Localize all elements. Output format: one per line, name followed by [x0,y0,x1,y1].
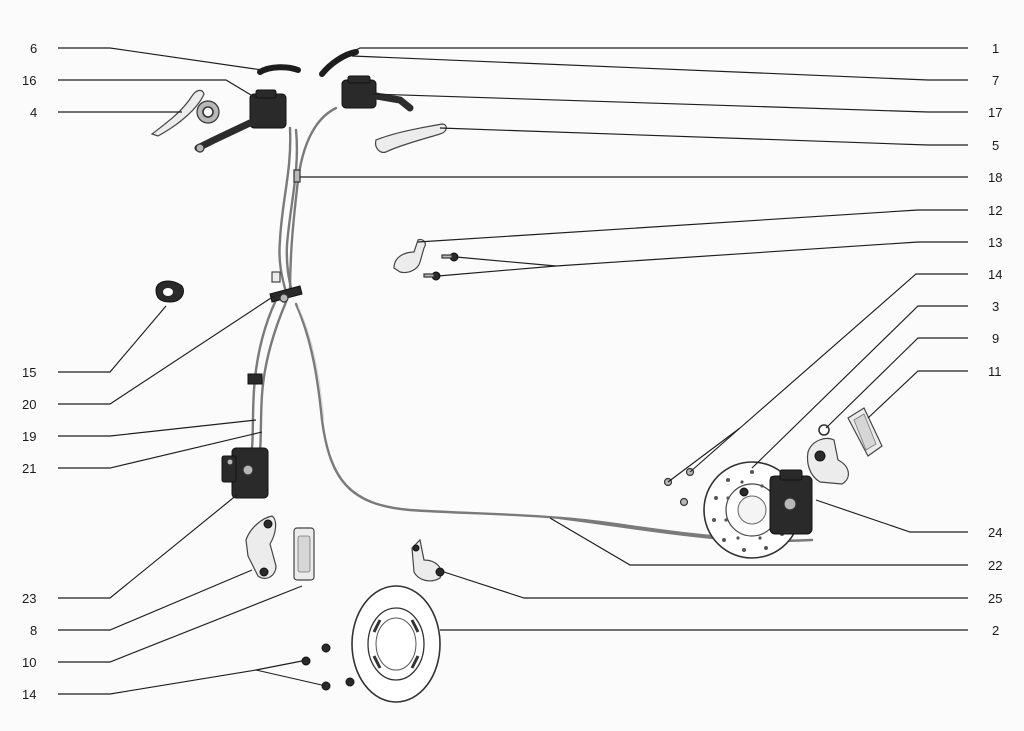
callout-8: 8 [30,623,37,638]
part-10-brake-pad [293,527,315,581]
part-11-rear-brake-pad [847,407,883,457]
callout-3: 3 [992,299,999,314]
callouts-left: 6 16 4 15 20 19 21 23 8 10 14 [22,41,37,702]
part-1-right-grip-cover [319,49,359,77]
callout-18: 18 [988,170,1002,185]
callout-17: 17 [988,105,1002,120]
callout-7: 7 [992,73,999,88]
part-20-hose-splitter [269,285,303,303]
part-9-rear-caliper-bracket [806,424,849,485]
part-17-right-master-cylinder [341,75,414,112]
part-2-front-brake-disc [351,585,441,703]
part-14-bolts-left [301,643,355,691]
callout-21: 21 [22,461,36,476]
part-8-caliper-bracket [245,515,277,579]
part-6-left-grip-cover [257,64,301,75]
callouts-right: 1 7 17 5 18 12 13 14 3 9 11 24 22 25 2 [988,41,1002,638]
part-15-grommet [155,280,184,303]
part-4-left-lever [150,89,220,137]
leader-lines [58,47,968,695]
callout-4: 4 [30,105,37,120]
callout-22: 22 [988,558,1002,573]
callout-14-right: 14 [988,267,1002,282]
callout-23: 23 [22,591,36,606]
callout-1: 1 [992,41,999,56]
callout-24: 24 [988,525,1002,540]
part-12-bracket [393,238,426,274]
part-18-hose-fitting [293,169,301,183]
callout-12: 12 [988,203,1002,218]
callout-10: 10 [22,655,36,670]
callout-15: 15 [22,365,36,380]
part-5-right-lever [375,123,447,153]
part-16-left-master-cylinder [194,89,287,153]
callout-2: 2 [992,623,999,638]
part-25-rear-bracket [411,538,445,582]
callout-16: 16 [22,73,36,88]
callout-6: 6 [30,41,37,56]
part-24-rear-caliper [739,469,813,535]
callout-9: 9 [992,331,999,346]
callout-20: 20 [22,397,36,412]
callout-14-left: 14 [22,687,36,702]
callout-11: 11 [988,364,1002,379]
callout-13: 13 [988,235,1002,250]
part-21-front-caliper [221,447,269,499]
callout-25: 25 [988,591,1002,606]
callout-5: 5 [992,138,999,153]
part-13-bolts [423,252,459,281]
callout-19: 19 [22,429,36,444]
